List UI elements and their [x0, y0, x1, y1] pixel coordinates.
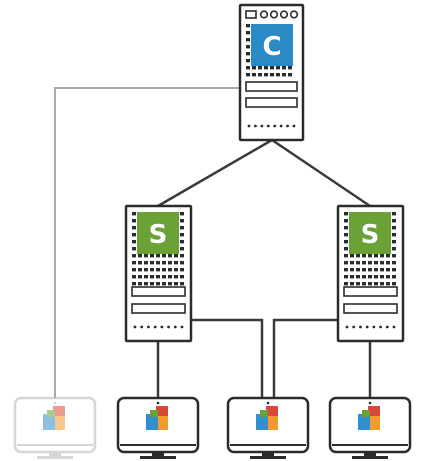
secondary-server-right-dots [345, 325, 396, 329]
app-logo-icon [146, 406, 168, 430]
central-server-letter: C [262, 32, 281, 62]
central-server: C [238, 3, 305, 142]
link-central-to-faded-client [54, 87, 240, 398]
link-right-server-to-client-3 [272, 318, 338, 398]
app-logo-icon [43, 406, 65, 430]
secondary-server-right: S [336, 204, 405, 343]
secondary-server-icon: S [349, 212, 391, 254]
secondary-server-left-dots [133, 325, 184, 329]
secondary-server-left: S [124, 204, 193, 343]
client-monitor [116, 396, 200, 459]
secondary-server-right-letter: S [361, 220, 380, 250]
secondary-server-left-letter: S [149, 220, 168, 250]
central-server-icon: C [251, 24, 293, 66]
link-central-to-right-server [271, 138, 371, 208]
central-server-dots [247, 124, 296, 128]
app-logo-icon [358, 406, 380, 430]
client-monitor-faded [13, 396, 97, 459]
app-logo-icon [256, 406, 278, 430]
client-monitor [226, 396, 310, 459]
client-monitor [328, 396, 412, 459]
link-central-to-left-server [157, 138, 273, 208]
connection-lines [54, 87, 372, 398]
secondary-server-icon: S [137, 212, 179, 254]
link-left-server-to-client-3 [191, 318, 264, 398]
